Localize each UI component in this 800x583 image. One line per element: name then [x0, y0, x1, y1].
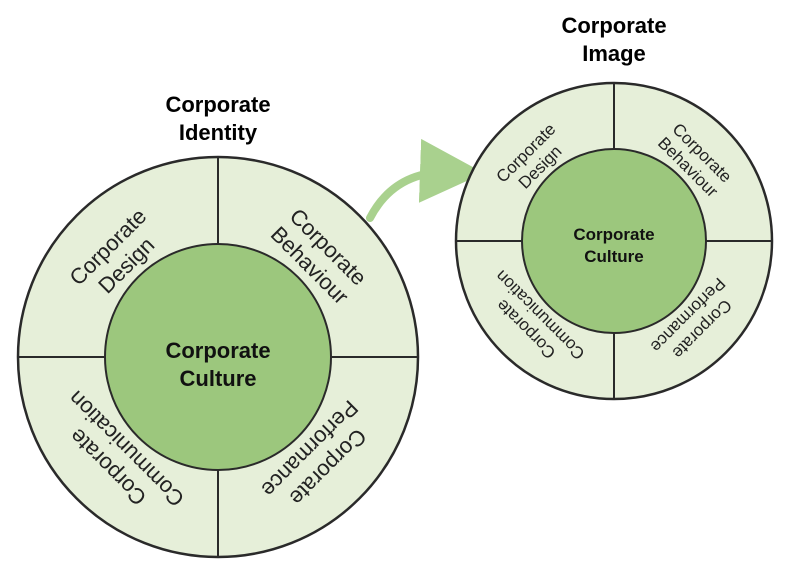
image-core-circle — [521, 148, 707, 334]
image-core-line2: Culture — [584, 247, 644, 266]
image-circle: Corporate Culture Corporate Design Corpo… — [454, 81, 774, 401]
identity-title-line1: Corporate — [165, 92, 270, 117]
image-core-line1: Corporate — [573, 225, 654, 244]
transition-arrow — [366, 138, 484, 222]
identity-core-line1: Corporate — [165, 338, 270, 363]
identity-core-line2: Culture — [180, 366, 257, 391]
image-title-line2: Image — [582, 41, 646, 66]
identity-core-circle — [104, 243, 332, 471]
identity-title-line2: Identity — [179, 120, 258, 145]
image-title-line1: Corporate — [561, 13, 666, 38]
identity-circle: Corporate Culture Corporate Design Corpo… — [16, 155, 420, 559]
